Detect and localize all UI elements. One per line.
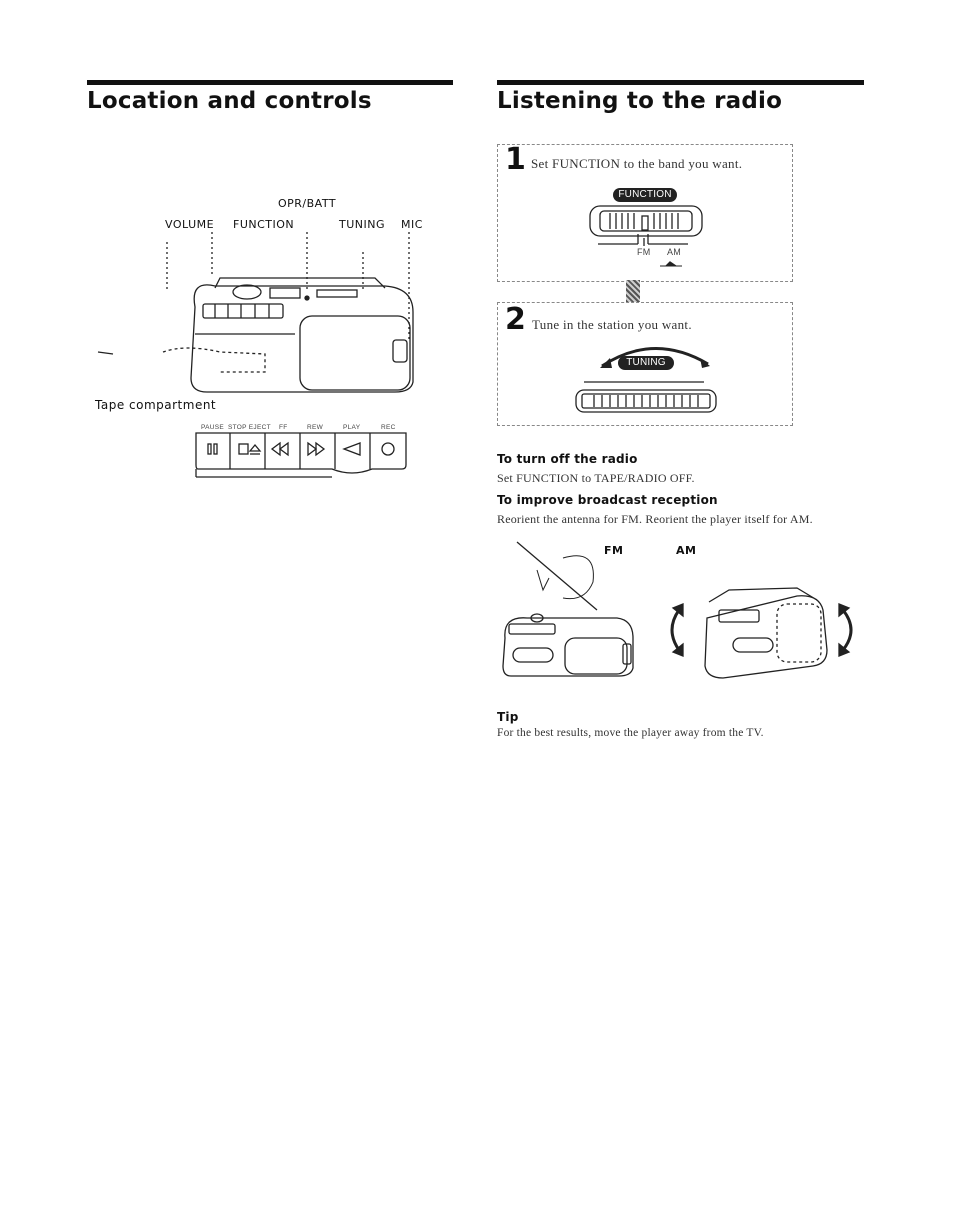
left-title-rule	[87, 80, 453, 85]
reception-illustration	[502, 541, 853, 679]
btn-label-pause: PAUSE	[201, 424, 225, 431]
cassette-player-illustration	[97, 232, 414, 393]
function-am-label: AM	[667, 247, 682, 257]
function-switch-label: FUNCTION	[613, 188, 677, 202]
turn-off-heading: To turn off the radio	[497, 452, 638, 466]
label-volume: VOLUME	[165, 218, 215, 231]
step-connector	[626, 280, 640, 302]
improve-fm-label: FM	[604, 544, 624, 557]
step-2-number: 2	[505, 302, 526, 337]
label-mic: MIC	[401, 218, 423, 231]
tuning-dial-label: TUNING	[618, 356, 674, 370]
tuning-dial-illustration	[575, 381, 717, 413]
right-title-rule	[497, 80, 864, 85]
step-1-text: Set FUNCTION to the band you want.	[531, 156, 743, 171]
btn-label-rec: REC	[381, 424, 396, 431]
function-fm-label: FM	[637, 247, 651, 257]
turn-off-text: Set FUNCTION to TAPE/RADIO OFF.	[497, 471, 695, 485]
btn-label-ff: FF	[279, 424, 288, 431]
tuning-arc-illustration	[600, 347, 710, 368]
step-1-box	[497, 144, 793, 282]
btn-label-rew: REW	[307, 424, 324, 431]
step-2-box	[497, 302, 793, 426]
improve-heading: To improve broadcast reception	[497, 493, 718, 507]
improve-am-label: AM	[676, 544, 697, 557]
label-function: FUNCTION	[233, 218, 295, 231]
label-tape-compartment: Tape compartment	[95, 398, 217, 412]
tip-heading: Tip	[497, 710, 519, 724]
step-1-number: 1	[505, 142, 526, 177]
function-switch-illustration	[589, 205, 703, 267]
improve-text: Reorient the antenna for FM. Reorient th…	[497, 512, 813, 526]
label-tuning: TUNING	[339, 218, 385, 231]
transport-buttons-illustration	[195, 432, 407, 478]
step-2-text: Tune in the station you want.	[532, 317, 692, 332]
btn-label-stop-eject: STOP EJECT	[228, 424, 271, 431]
btn-label-play: PLAY	[343, 424, 361, 431]
label-opr-batt: OPR/BATT	[278, 197, 337, 210]
tip-text: For the best results, move the player aw…	[497, 727, 764, 739]
right-page-title: Listening to the radio	[497, 88, 783, 114]
left-page-title: Location and controls	[87, 88, 372, 114]
